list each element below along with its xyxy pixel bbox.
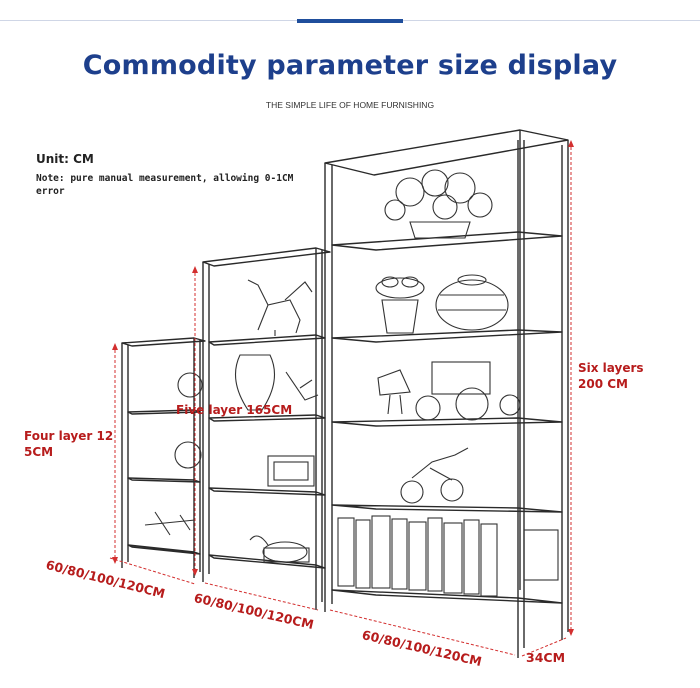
bookshelf-icon xyxy=(324,129,569,658)
depth-label: 34CM xyxy=(526,650,566,665)
deer-figurine-icon xyxy=(285,371,319,401)
horse-carriage-icon xyxy=(377,361,521,421)
fruit-bowl-icon xyxy=(384,169,493,239)
five-layer-height-label: Five layer 165CM xyxy=(176,403,293,417)
potted-plant-icon xyxy=(375,276,425,334)
books-icon xyxy=(337,515,559,597)
vase-icon xyxy=(234,354,276,411)
unit-label: Unit: CM xyxy=(36,152,94,166)
unicorn-statue-icon xyxy=(247,279,313,336)
measurement-note: Note: pure manual measurement, allowing … xyxy=(36,173,294,197)
clock-icon xyxy=(174,372,203,469)
page-title: Commodity parameter size display xyxy=(82,50,618,81)
header-accent-bar xyxy=(297,19,403,23)
six-layer-height-label: Six layers 200 CM xyxy=(578,361,644,391)
bookshelf-icon xyxy=(121,337,206,578)
basket-icon xyxy=(435,274,509,331)
four-layer-height-label: Four layer 12 5CM xyxy=(24,429,114,459)
picture-frame-icon xyxy=(267,455,315,487)
page-subtitle: THE SIMPLE LIFE OF HOME FURNISHING xyxy=(265,100,435,110)
motorcycle-icon xyxy=(400,447,469,504)
gramophone-icon xyxy=(249,535,310,563)
airplane-model-icon xyxy=(144,511,196,536)
